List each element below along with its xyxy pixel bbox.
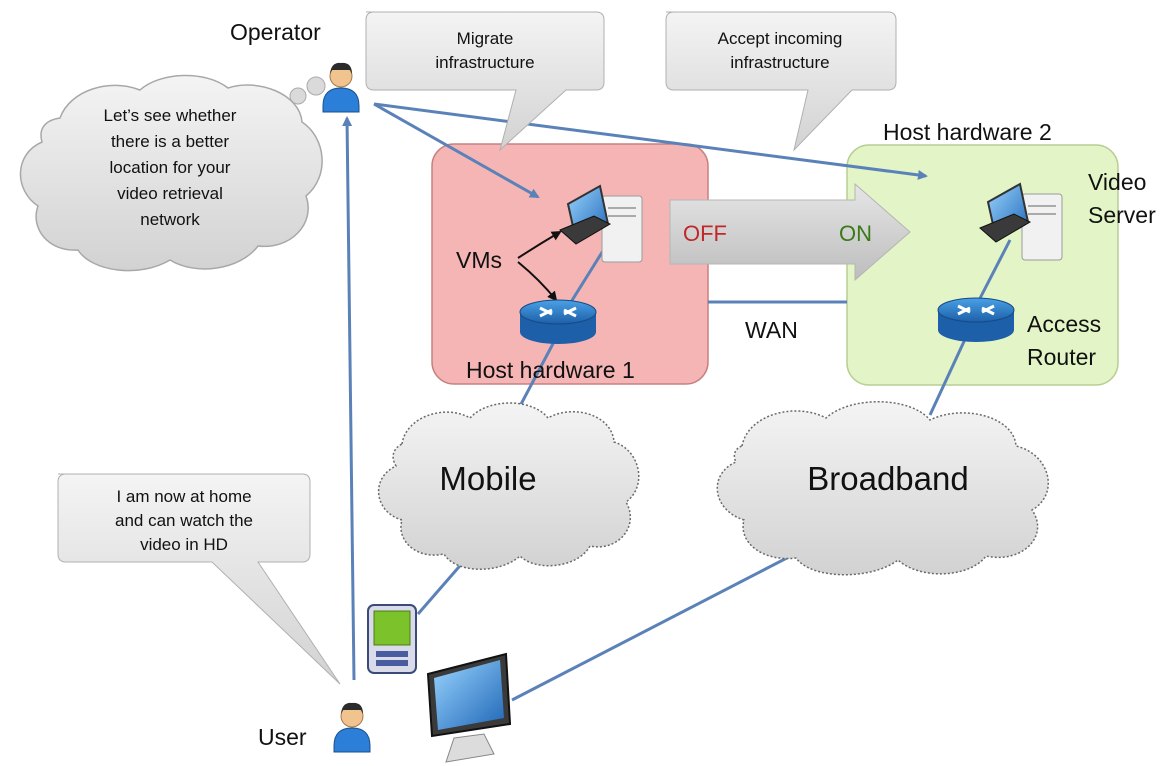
accept-callout-line1: Accept incoming	[718, 29, 843, 48]
video-server-label-line2: Server	[1088, 202, 1156, 228]
host-hardware-1-label: Host hardware 1	[466, 357, 635, 383]
user-home-callout-line1: I am now at home	[116, 487, 251, 506]
access-router-label-line1: Access	[1027, 311, 1101, 337]
video-server-label-line1: Video	[1088, 169, 1146, 195]
mobile-cloud: Mobile	[378, 402, 640, 570]
user-label: User	[258, 724, 307, 750]
user-home-callout: I am now at home and can watch the video…	[57, 473, 341, 685]
operator-to-host1-link	[373, 102, 540, 199]
operator-to-host2-link	[373, 102, 928, 180]
links	[342, 102, 1012, 702]
migration-arrow	[669, 182, 911, 282]
router2-to-broadband-link	[928, 334, 969, 416]
accept-callout-line2: infrastructure	[730, 53, 829, 72]
host-hardware-2-label: Host hardware 2	[883, 119, 1052, 145]
migrate-callout-line1: Migrate	[457, 29, 514, 48]
thought-line5: network	[140, 210, 200, 229]
router-1-router-icon	[519, 299, 597, 344]
server-1-computer-icon	[559, 184, 643, 263]
broadband-label: Broadband	[807, 460, 968, 497]
thought-line4: video retrieval	[117, 184, 223, 203]
mobile-label: Mobile	[439, 460, 536, 497]
tablet-icon	[367, 604, 417, 674]
migrate-callout: Migrate infrastructure	[365, 11, 605, 152]
user-person-icon	[333, 702, 371, 753]
broadband-cloud: Broadband	[716, 401, 1049, 576]
broadband-to-monitor-link	[511, 543, 813, 702]
thought-line3: location for your	[110, 158, 231, 177]
vms-label: VMs	[456, 247, 502, 273]
wan-label: WAN	[745, 317, 798, 343]
access-router-label-line2: Router	[1027, 344, 1096, 370]
user-home-callout-line3: video in HD	[140, 535, 228, 554]
vms-arrow-to-router	[517, 261, 558, 302]
server2-to-router2-link	[973, 239, 1012, 309]
vms-arrow-to-server	[517, 230, 562, 259]
on-label: ON	[839, 221, 872, 246]
migrate-callout-line2: infrastructure	[435, 53, 534, 72]
thought-line2: there is a better	[111, 132, 229, 151]
off-label: OFF	[683, 221, 727, 246]
operator-label: Operator	[230, 19, 321, 45]
user-to-operator-link	[342, 116, 356, 681]
video-server-computer-icon	[979, 182, 1063, 261]
access-router-router-icon	[937, 297, 1015, 342]
monitor-icon	[426, 652, 512, 763]
operator-person-icon	[322, 62, 360, 113]
operator-thought-cloud: Let’s see whether there is a better loca…	[19, 74, 326, 272]
thought-line1: Let’s see whether	[104, 106, 237, 125]
user-home-callout-line2: and can watch the	[115, 511, 253, 530]
server1-to-router1-link	[564, 245, 608, 311]
accept-callout: Accept incoming infrastructure	[665, 11, 897, 152]
